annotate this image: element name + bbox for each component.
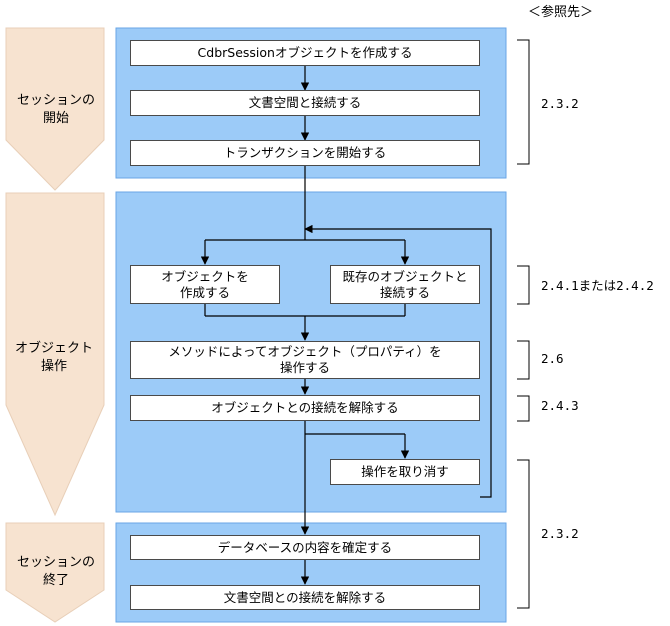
phase-label-object: オブジェクト 操作 [14, 341, 93, 374]
ref-header: ＜参照先＞ [528, 5, 594, 20]
ref-create-connect: 2.4.1または2.4.2 [541, 278, 654, 293]
ref-session-end: 2.3.2 [541, 526, 579, 541]
ref-operate: 2.6 [541, 351, 564, 366]
ref-session-start: 2.3.2 [541, 96, 579, 111]
phase-label-end: セッションの 終了 [16, 555, 95, 588]
phase-label-start: セッションの 開始 [16, 93, 95, 126]
phase-start-chevron [5, 27, 105, 191]
ref-release: 2.4.3 [541, 398, 579, 413]
step-cancel-operation: 操作を取り消す [330, 459, 480, 485]
step-operate-properties: メソッドによってオブジェクト（プロパティ）を 操作する [130, 341, 480, 379]
phase-end-chevron [5, 522, 105, 623]
step-connect-existing: 既存のオブジェクトと 接続する [330, 265, 480, 304]
step-start-transaction: トランザクションを開始する [130, 140, 480, 166]
phase-object-chevron [5, 192, 105, 517]
step-release-space: 文書空間との接続を解除する [130, 585, 480, 610]
step-commit: データベースの内容を確定する [130, 535, 480, 560]
step-create-object: オブジェクトを 作成する [130, 265, 280, 304]
step-release-object: オブジェクトとの接続を解除する [130, 395, 480, 421]
connectors [200, 66, 492, 585]
step-connect-space: 文書空間と接続する [130, 90, 480, 116]
ref-brackets [517, 39, 530, 609]
step-create-session: CdbrSessionオブジェクトを作成する [130, 40, 480, 66]
